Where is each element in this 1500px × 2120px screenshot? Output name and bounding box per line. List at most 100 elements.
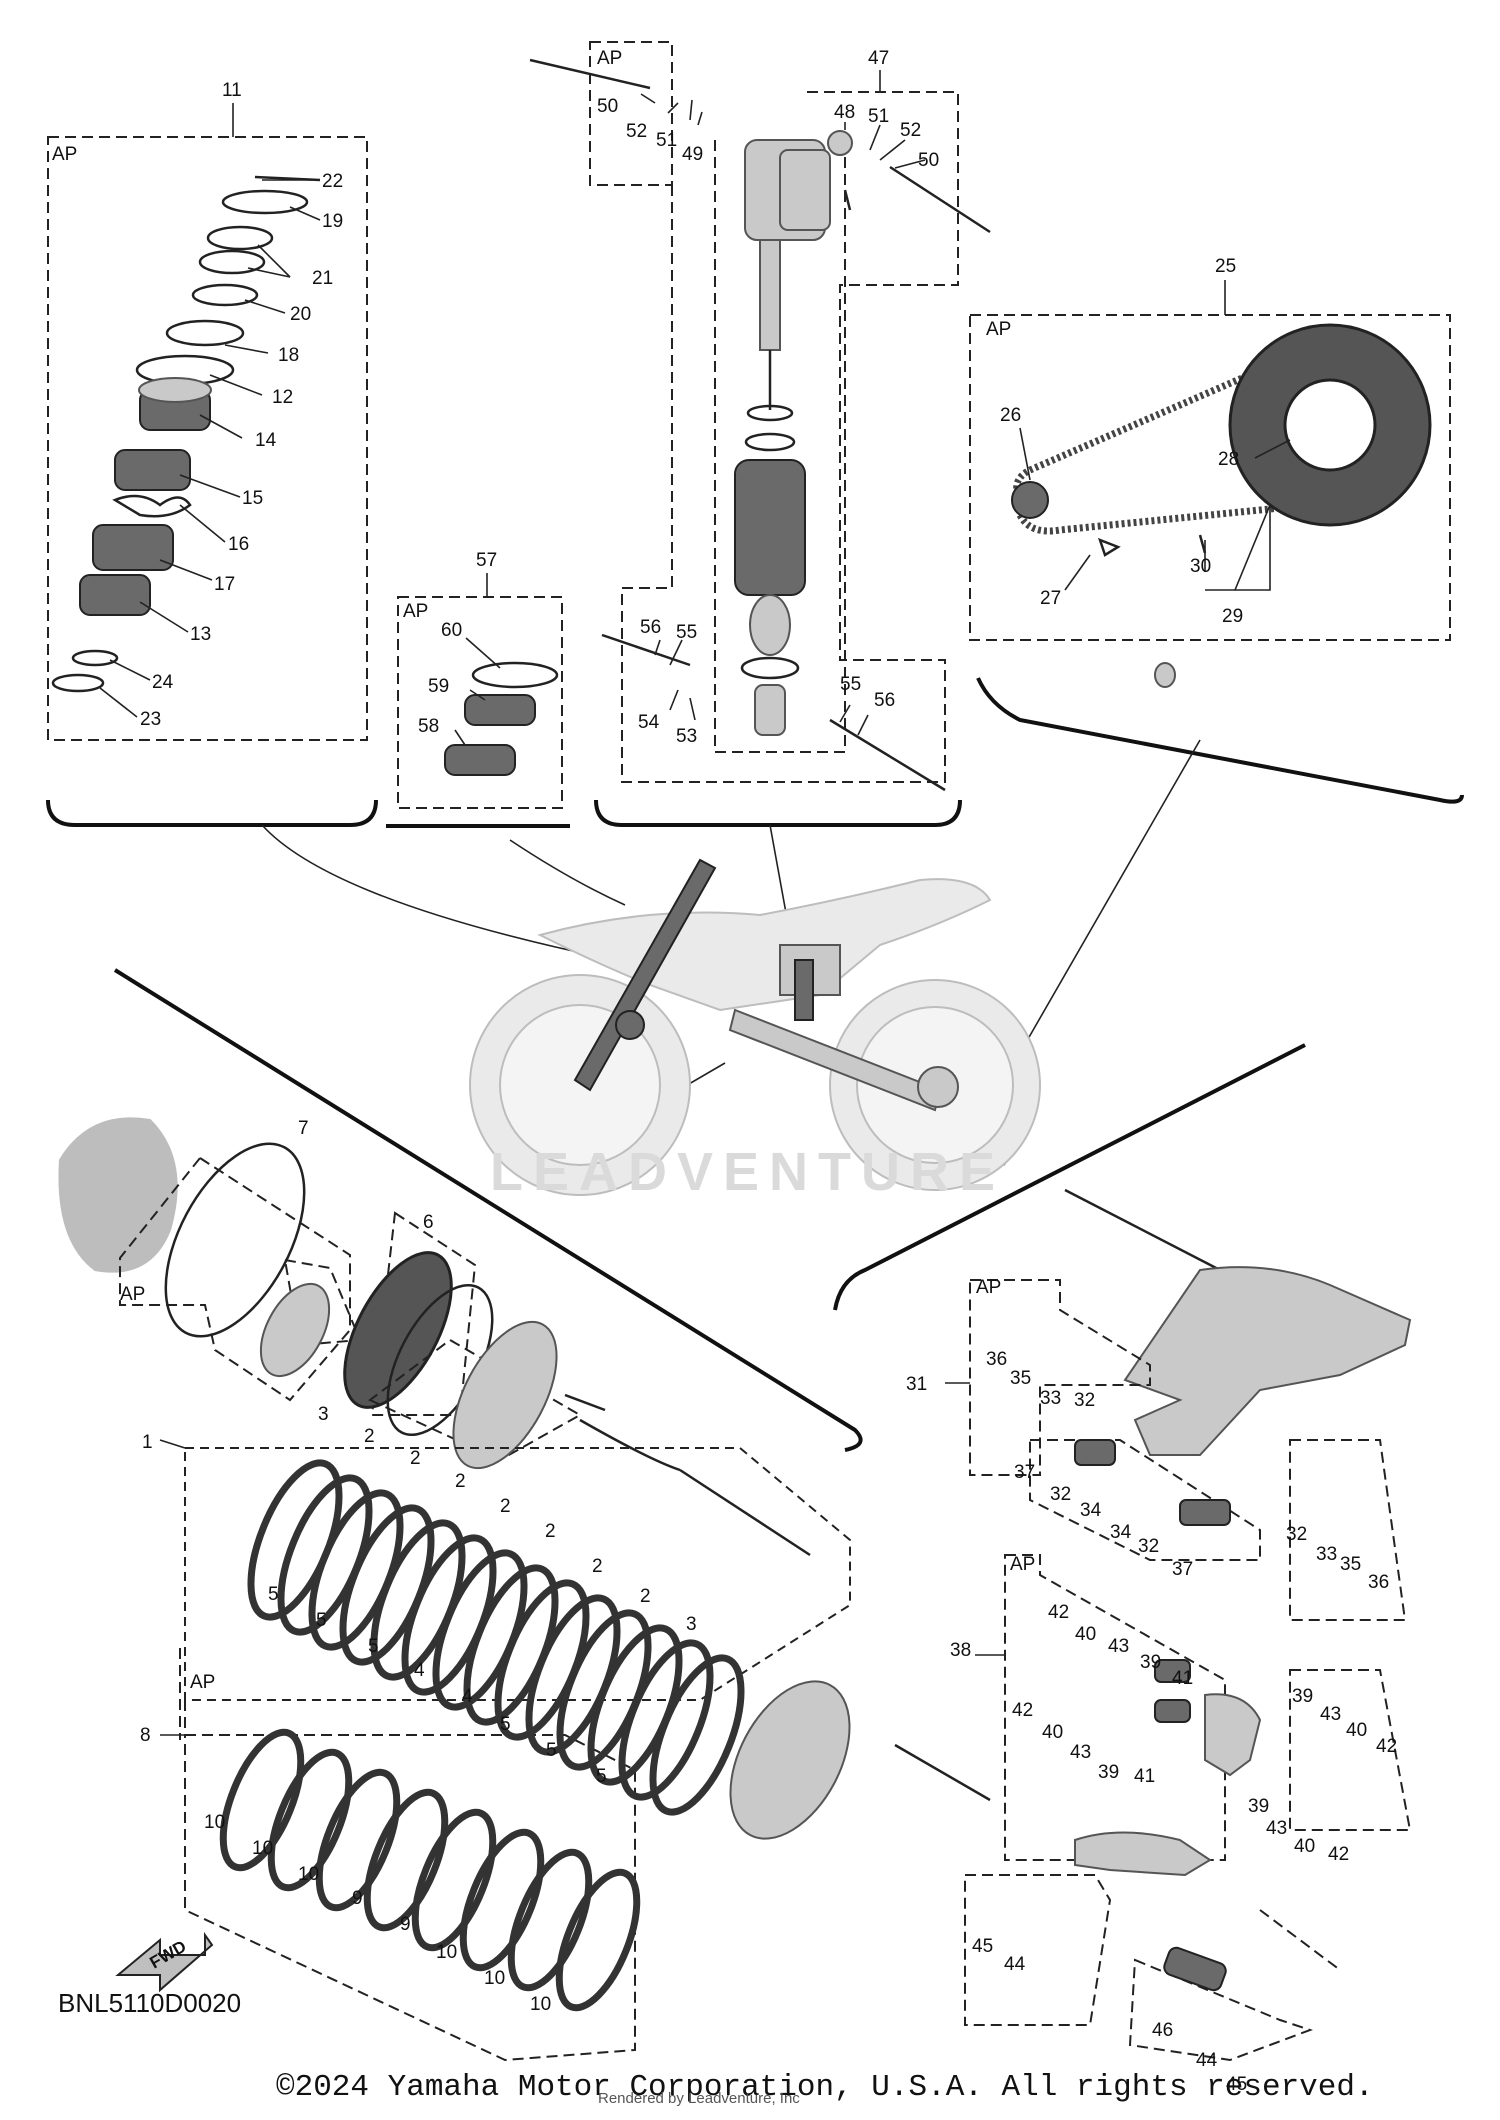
- callout-number: 58: [418, 716, 439, 737]
- callout-number: 42: [1376, 1736, 1397, 1757]
- callout-number: 10: [484, 1968, 505, 1989]
- callout-number: 32: [1286, 1524, 1307, 1545]
- callout-number: 32: [1050, 1484, 1071, 1505]
- callout-number: 2: [364, 1426, 375, 1447]
- callout-number: 35: [1340, 1554, 1361, 1575]
- callout-number: 48: [834, 102, 855, 123]
- ap-tags: AP AP AP AP AP AP AP AP: [52, 48, 1035, 1693]
- callout-number: 5: [596, 1766, 607, 1787]
- callout-number: 2: [410, 1448, 421, 1469]
- callout-number: 47: [868, 48, 889, 69]
- callout-number: 59: [428, 676, 449, 697]
- callout-number: 10: [204, 1812, 225, 1833]
- callout-number: 15: [242, 488, 263, 509]
- callout-number: 2: [455, 1471, 466, 1492]
- callout-number: 5: [316, 1610, 327, 1631]
- callout-number: 46: [1152, 2020, 1173, 2041]
- callout-number: 10: [252, 1838, 273, 1859]
- callout-number: 40: [1075, 1624, 1096, 1645]
- callout-number: 49: [682, 144, 703, 165]
- watermark-text: LEADVENTURE: [490, 1142, 1005, 1202]
- motorcycle-illustration: [469, 858, 1041, 1196]
- callout-number: 43: [1070, 1742, 1091, 1763]
- callout-number: 24: [152, 672, 174, 693]
- callout-number: 21: [312, 268, 333, 289]
- clutch-plates: [247, 1459, 745, 1816]
- ap-tag: AP: [120, 1284, 145, 1305]
- clutch-assembly: [58, 1117, 851, 2062]
- callout-number: 2: [500, 1496, 511, 1517]
- copyright-notice: ©2024 Yamaha Motor Corporation, U.S.A. A…: [276, 2070, 1374, 2105]
- callout-number: 11: [222, 80, 242, 101]
- callout-number: 4: [462, 1686, 473, 1707]
- callout-number: 44: [1196, 2050, 1218, 2071]
- fwd-arrow-icon: FWD: [115, 1931, 214, 1993]
- callout-numbers: 11 22 19 21 20 18 12 14 15 16 17 13 24 2…: [140, 48, 1397, 2095]
- callout-number: 55: [840, 674, 861, 695]
- callout-number: 50: [918, 150, 939, 171]
- callout-number: 42: [1012, 1700, 1033, 1721]
- callout-number: 9: [352, 1888, 363, 1909]
- callout-number: 4: [414, 1660, 425, 1681]
- group-25-chain-sprockets: [969, 280, 1451, 688]
- callout-number: 18: [278, 345, 299, 366]
- callout-number: 60: [441, 620, 462, 641]
- callout-number: 45: [1226, 2074, 1247, 2095]
- callout-number: 22: [322, 171, 343, 192]
- friction-plates: [219, 1728, 641, 2012]
- callout-number: 40: [1346, 1720, 1367, 1741]
- callout-number: 34: [1080, 1500, 1102, 1521]
- callout-number: 39: [1248, 1796, 1269, 1817]
- callout-number: 42: [1048, 1602, 1069, 1623]
- callout-number: 25: [1215, 256, 1236, 277]
- swingarm-linkage: [894, 1188, 1412, 2062]
- callout-number: 41: [1134, 1766, 1155, 1787]
- callout-number: 57: [476, 550, 497, 571]
- callout-number: 44: [1004, 1954, 1026, 1975]
- callout-number: 41: [1172, 1668, 1193, 1689]
- callout-number: 40: [1294, 1836, 1315, 1857]
- callout-number: 13: [190, 624, 211, 645]
- callout-number: 3: [318, 1404, 329, 1425]
- callout-number: 5: [368, 1636, 379, 1657]
- rendered-by-credit: Rendered by Leadventure, Inc: [598, 2090, 800, 2107]
- ap-tag: AP: [976, 1277, 1001, 1298]
- callout-number: 40: [1042, 1722, 1063, 1743]
- callout-number: 39: [1292, 1686, 1313, 1707]
- callout-number: 12: [272, 387, 293, 408]
- callout-number: 56: [640, 617, 661, 638]
- callout-number: 38: [950, 1640, 971, 1661]
- callout-number: 55: [676, 622, 697, 643]
- callout-number: 5: [546, 1740, 557, 1761]
- rear-shock-assembly: [529, 41, 991, 792]
- callout-number: 52: [900, 120, 921, 141]
- group-11-steering-bearings: [47, 103, 368, 741]
- callout-number: 2: [592, 1556, 603, 1577]
- callout-number: 50: [597, 96, 618, 117]
- callout-number: 2: [545, 1521, 556, 1542]
- callout-number: 23: [140, 709, 161, 730]
- ap-tag: AP: [986, 319, 1011, 340]
- callout-number: 33: [1040, 1388, 1061, 1409]
- callout-number: 53: [676, 726, 697, 747]
- callout-number: 35: [1010, 1368, 1031, 1389]
- callout-number: 51: [656, 130, 677, 151]
- callout-number: 45: [972, 1936, 993, 1957]
- callout-number: 20: [290, 304, 311, 325]
- callout-number: 42: [1328, 1844, 1349, 1865]
- callout-number: 39: [1098, 1762, 1119, 1783]
- callout-number: 28: [1218, 449, 1239, 470]
- group-57-bearings: [397, 573, 563, 809]
- diagram-code: BNL5110D0020: [58, 1988, 242, 2018]
- callout-number: 2: [640, 1586, 651, 1607]
- callout-number: 14: [255, 430, 277, 451]
- callout-number: 1: [142, 1432, 153, 1453]
- callout-number: 52: [626, 121, 647, 142]
- ap-tag: AP: [190, 1672, 215, 1693]
- callout-number: 56: [874, 690, 895, 711]
- ap-tag: AP: [52, 144, 77, 165]
- callout-number: 5: [268, 1584, 279, 1605]
- callout-number: 36: [986, 1349, 1007, 1370]
- callout-number: 36: [1368, 1572, 1389, 1593]
- callout-number: 43: [1266, 1818, 1287, 1839]
